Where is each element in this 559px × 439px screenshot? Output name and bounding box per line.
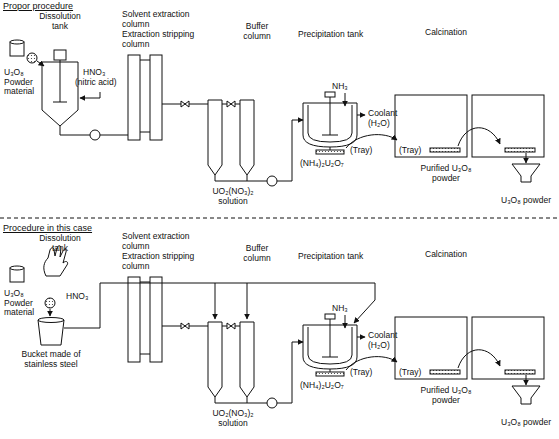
process-label: Coolant (368, 331, 397, 341)
process-label: Purified U₃O₈ powder (420, 386, 472, 405)
process-label: HNO₃ (66, 292, 88, 302)
pipe (60, 126, 90, 135)
process-label: NH₃ (332, 82, 348, 92)
process-label: U₃O₈ Powder material (4, 68, 41, 97)
process-label: Extraction stripping column (122, 252, 202, 271)
stirrer-blade (53, 102, 67, 103)
section-heading: Propor procedure (3, 2, 73, 12)
process-label: Precipitation tank (298, 252, 363, 262)
bucket-route (64, 283, 375, 328)
process-label: (Tray) (350, 368, 372, 378)
process-label: Calcination (425, 28, 467, 38)
process-label: Buffer column (236, 244, 278, 263)
process-label: U₃O₈ powder (501, 196, 551, 206)
process-label: Extraction stripping column (122, 30, 202, 49)
process-label: Dissolution tank (36, 234, 84, 253)
stirrer-motor (54, 50, 66, 60)
process-label: U₃O₈ Powder material (4, 289, 41, 318)
feed-arrow (50, 309, 51, 316)
process-label: Precipitation tank (298, 30, 363, 40)
powder-lump (45, 298, 55, 308)
process-label: Buffer column (236, 22, 278, 41)
process-label: (Tray) (350, 146, 372, 156)
stirrer-shaft (60, 60, 61, 102)
powder-can-lid (10, 266, 24, 270)
plant-this-case (128, 277, 544, 408)
acid-feed (80, 92, 100, 98)
process-label: (H₂O) (368, 341, 390, 351)
pump-symbol (90, 130, 100, 140)
process-label: U₃O₈ powder (501, 418, 551, 428)
stainless-bucket (38, 320, 64, 345)
process-label: Dissolution tank (36, 12, 84, 31)
process-label: UO₂(NO₃)₂ solution (203, 409, 263, 428)
process-label: (NH₄)₂U₂O₇ (300, 381, 344, 391)
powder-can-lid (10, 40, 24, 44)
process-label: Purified U₃O₈ powder (420, 164, 472, 183)
case-bucket-route (10, 246, 375, 345)
process-label: HNO₃ (83, 68, 105, 78)
process-label: (Tray) (399, 368, 421, 378)
bucket-rim (38, 318, 64, 323)
process-label: NH₃ (332, 304, 348, 314)
plant-proper (128, 55, 544, 186)
process-label: Solvent extraction column (122, 232, 202, 251)
process-label: (Tray) (399, 146, 421, 156)
bucket-route (215, 283, 216, 319)
bucket-route (247, 283, 248, 319)
powder-lump (27, 53, 37, 63)
process-label: Coolant (368, 109, 397, 119)
process-label: Bucket made of stainless steel (16, 350, 86, 369)
process-label: UO₂(NO₃)₂ solution (203, 187, 263, 206)
process-label: (NH₄)₂U₂O₇ (300, 159, 344, 169)
pipe (100, 135, 128, 136)
process-label: (H₂O) (368, 119, 390, 129)
process-label: Solvent extraction column (122, 10, 202, 29)
process-label: Calcination (425, 250, 467, 260)
process-label: (nitric acid) (75, 78, 117, 88)
dashed-separator (0, 218, 559, 219)
section-heading: Procedure in this case (3, 224, 92, 234)
